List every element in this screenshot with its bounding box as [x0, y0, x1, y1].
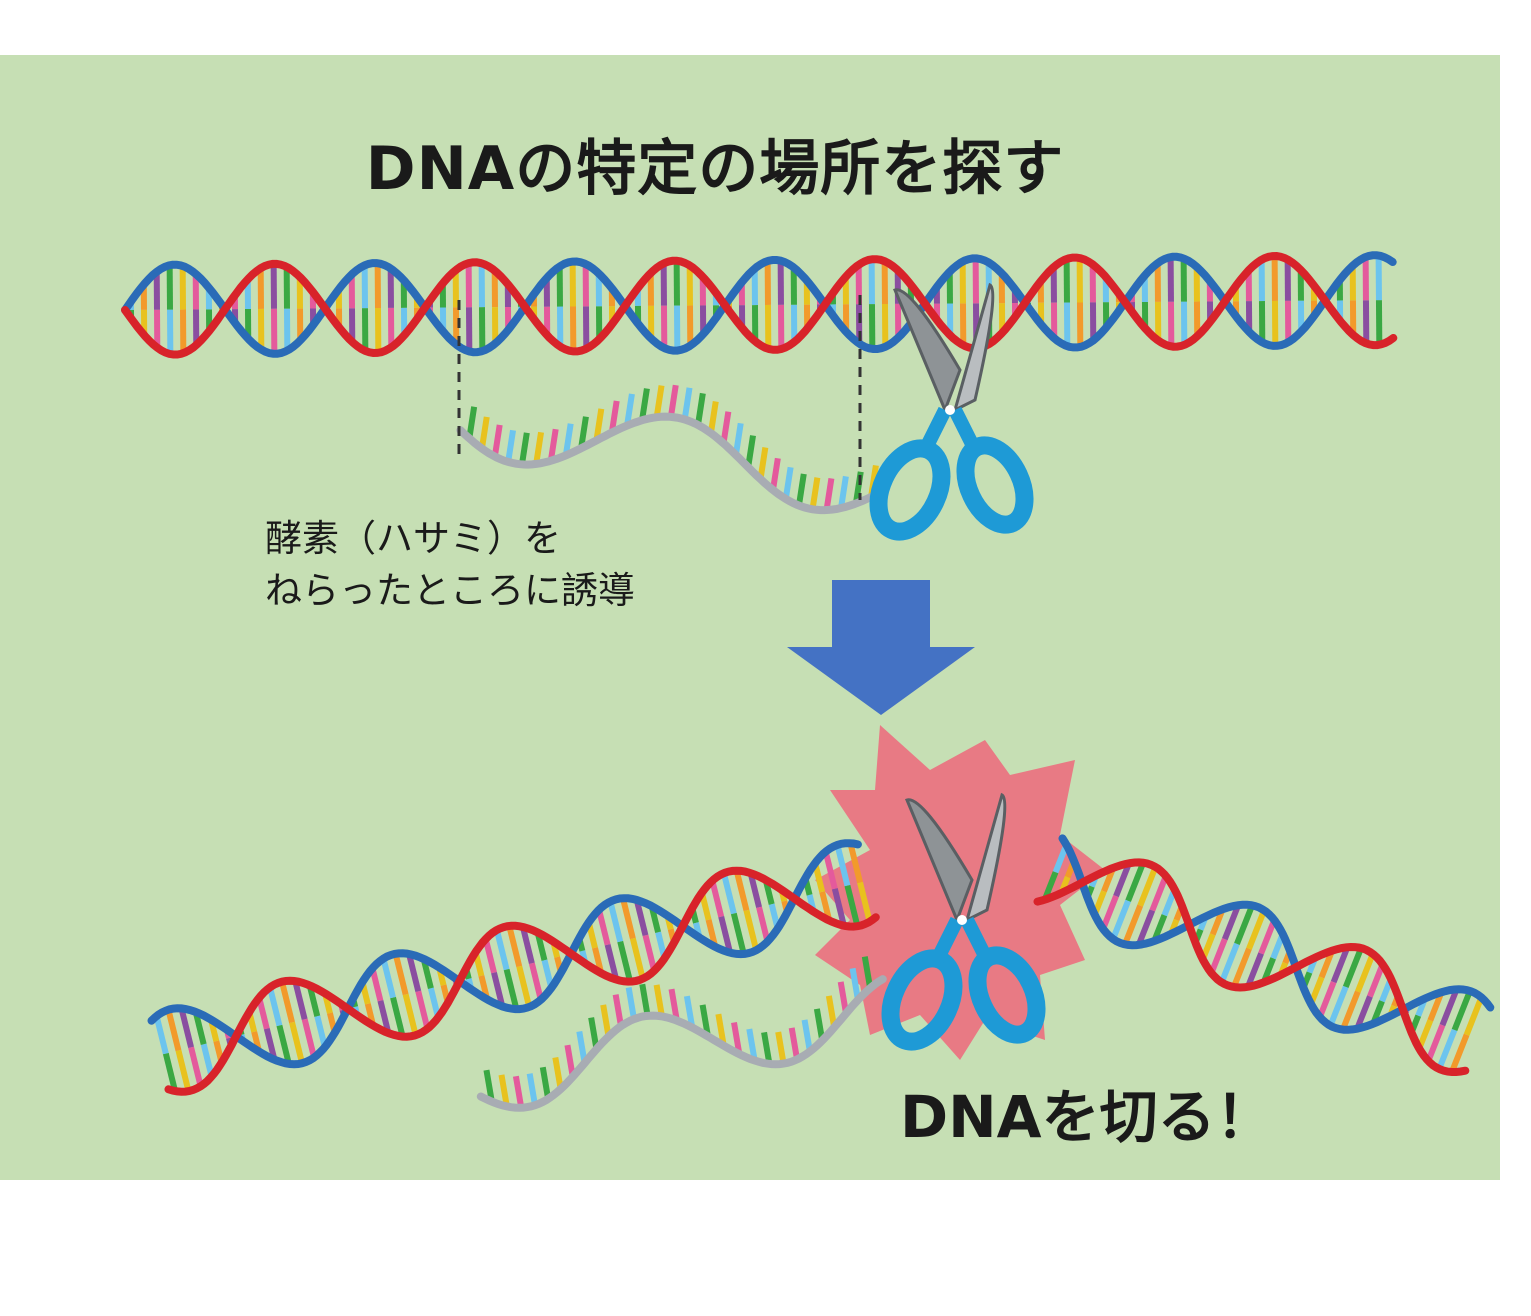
page-title: DNAの特定の場所を探す	[365, 134, 1065, 204]
scissors-icon	[869, 282, 1034, 541]
diagram-background	[0, 55, 1500, 1180]
scissors-icon-cutting	[881, 792, 1046, 1051]
enzyme-caption: 酵素（ハサミ）を ねらったところに誘導	[265, 513, 635, 617]
guide-rna-bottom	[476, 956, 887, 1112]
dna-helix-cut-right	[1033, 834, 1495, 1076]
dna-helix-top	[121, 251, 1398, 359]
dna-helix-cut-left	[147, 839, 880, 1096]
guide-rna-top	[456, 384, 884, 515]
down-arrow-icon	[787, 580, 975, 715]
caption-line-2: ねらったところに誘導	[265, 569, 635, 612]
caption-line-1: 酵素（ハサミ）を	[265, 517, 561, 560]
result-label: DNAを切る！	[900, 1083, 1274, 1151]
target-marker-lines	[457, 295, 862, 500]
